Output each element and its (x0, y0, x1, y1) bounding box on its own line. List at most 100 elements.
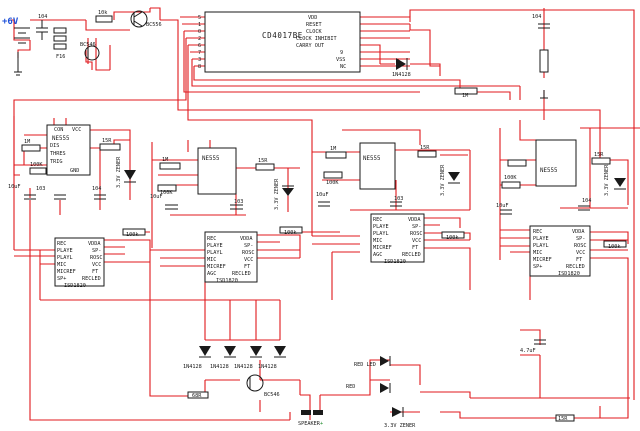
isd1820-2-chip (204, 231, 258, 283)
svg-text:PLAYE: PLAYE (533, 236, 549, 242)
svg-text:PLAYL: PLAYL (533, 243, 549, 249)
svg-text:1N4128: 1N4128 (234, 364, 253, 370)
svg-text:ISD1820: ISD1820 (384, 259, 406, 265)
svg-text:PLAYL: PLAYL (373, 231, 389, 237)
svg-text:7: 7 (198, 50, 201, 56)
svg-text:MIC: MIC (57, 262, 66, 268)
fuse-symbol (14, 27, 67, 76)
svg-text:VCC: VCC (412, 238, 421, 244)
svg-text:SP-: SP- (92, 248, 101, 254)
isd1820-1-chip (54, 237, 105, 287)
isd1820-1-labels: REC PLAYE PLAYL MIC MICREF SP+ VDDA SP- … (57, 232, 139, 289)
svg-text:VCC: VCC (576, 250, 585, 256)
svg-text:15R: 15R (420, 145, 430, 151)
svg-text:MIC: MIC (207, 257, 216, 263)
svg-text:10uF: 10uF (8, 184, 21, 190)
svg-text:100K: 100K (326, 180, 339, 186)
svg-text:CARRY OUT: CARRY OUT (296, 43, 324, 49)
cd4017-chip (204, 11, 361, 73)
svg-text:MIC: MIC (373, 238, 382, 244)
svg-text:+: + (320, 421, 323, 427)
svg-text:3.3V ZENER: 3.3V ZENER (384, 423, 416, 429)
svg-text:104: 104 (532, 14, 541, 20)
svg-text:3: 3 (198, 57, 201, 63)
svg-text:FT: FT (244, 264, 250, 270)
svg-text:8: 8 (198, 64, 201, 70)
svg-text:15R: 15R (102, 138, 112, 144)
svg-text:3.3V ZENER: 3.3V ZENER (274, 178, 280, 210)
svg-text:1: 1 (198, 22, 201, 28)
svg-text:15R: 15R (558, 416, 568, 422)
svg-text:BC546: BC546 (80, 42, 96, 48)
svg-text:1M: 1M (162, 157, 168, 163)
timer-peripherals (21, 143, 626, 215)
svg-text:4.7uF: 4.7uF (520, 348, 536, 354)
svg-text:104: 104 (92, 186, 101, 192)
svg-text:10uF: 10uF (316, 192, 329, 198)
resistor-1m-mid (454, 87, 478, 95)
recorder-resistors (122, 226, 627, 248)
svg-text:VCC: VCC (72, 127, 81, 133)
svg-text:REC: REC (207, 236, 216, 242)
svg-text:SPEAKER: SPEAKER (298, 421, 321, 427)
svg-text:FT: FT (412, 245, 418, 251)
ne555-1-chip (46, 124, 91, 176)
svg-text:RECLED: RECLED (82, 276, 101, 282)
diode-bank (199, 346, 286, 358)
svg-text:100k: 100k (608, 244, 621, 250)
speaker-symbol (301, 410, 323, 415)
svg-text:PLAYL: PLAYL (207, 250, 223, 256)
svg-text:MICREF: MICREF (373, 245, 392, 251)
svg-text:100k: 100k (446, 235, 459, 241)
svg-text:CON: CON (54, 127, 63, 133)
svg-text:0: 0 (198, 29, 201, 35)
ne555-2-chip (197, 147, 237, 195)
svg-text:SP+: SP+ (533, 264, 542, 270)
svg-text:ISD1820: ISD1820 (64, 283, 86, 289)
svg-text:ISD1820: ISD1820 (558, 271, 580, 277)
svg-text:NE555: NE555 (363, 156, 381, 162)
svg-text:3.3V ZENER: 3.3V ZENER (116, 156, 122, 188)
svg-text:6: 6 (198, 43, 201, 49)
svg-text:103: 103 (234, 199, 243, 205)
battery-symbol (14, 27, 30, 44)
capacitor-4u7 (534, 339, 546, 345)
svg-text:100K: 100K (160, 190, 173, 196)
svg-text:PLAYL: PLAYL (57, 255, 73, 261)
svg-text:VCC: VCC (244, 257, 253, 263)
svg-text:10uF: 10uF (496, 203, 509, 209)
svg-text:100k: 100k (284, 230, 297, 236)
svg-text:AGC: AGC (373, 252, 382, 258)
svg-text:VDDA: VDDA (88, 241, 101, 247)
transistor-bc546-bottom (246, 374, 264, 392)
svg-text:RESET: RESET (306, 22, 322, 28)
svg-text:SP-: SP- (576, 236, 585, 242)
svg-text:CLOCK INHIBIT: CLOCK INHIBIT (296, 36, 337, 42)
wires (10, 7, 640, 421)
symbols (14, 10, 627, 422)
isd1820-2-labels: REC PLAYE PLAYL MIC MICREF AGC VDDA SP- … (207, 230, 297, 284)
isd1820-4-chip (529, 225, 591, 277)
svg-text:NC: NC (340, 64, 346, 70)
svg-text:FT: FT (576, 257, 582, 263)
svg-text:ISD1820: ISD1820 (216, 278, 238, 284)
svg-text:RECLED: RECLED (566, 264, 585, 270)
svg-text:103: 103 (36, 186, 45, 192)
svg-text:10k: 10k (98, 10, 108, 16)
svg-text:3.3V ZENER: 3.3V ZENER (604, 164, 610, 196)
svg-text:TRIG: TRIG (50, 159, 63, 165)
svg-text:1N4128: 1N4128 (210, 364, 229, 370)
svg-text:MICREF: MICREF (533, 257, 552, 263)
resistor-15r-bottom (555, 414, 575, 422)
svg-text:SP-: SP- (412, 224, 421, 230)
svg-text:F16: F16 (56, 54, 65, 60)
svg-text:ROSC: ROSC (574, 243, 587, 249)
isd1820-3-labels: REC PLAYE PLAYL MIC MICREF AGC VDDA SP- … (373, 217, 459, 265)
svg-text:NE555: NE555 (202, 156, 220, 162)
svg-text:68R: 68R (192, 393, 202, 399)
svg-text:SP-: SP- (244, 243, 253, 249)
svg-text:ROSC: ROSC (410, 231, 423, 237)
svg-text:GND: GND (70, 168, 79, 174)
svg-text:RECLED: RECLED (402, 252, 421, 258)
svg-text:MICREF: MICREF (57, 269, 76, 275)
